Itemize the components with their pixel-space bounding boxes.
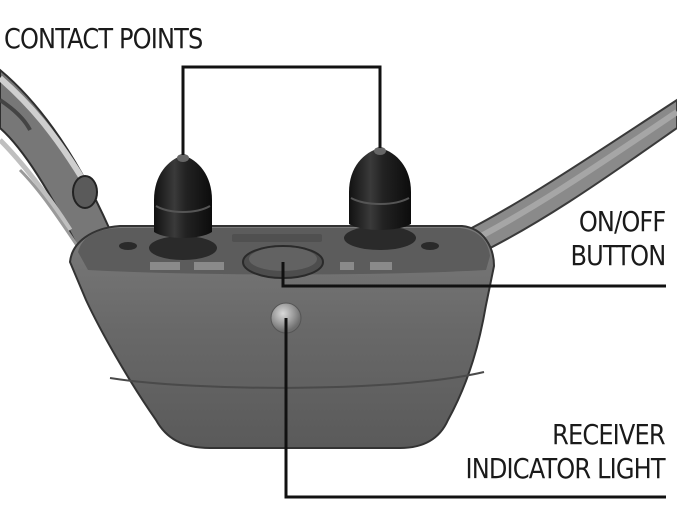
indicator-leader xyxy=(284,318,666,499)
contact-point-left xyxy=(149,154,217,260)
receiver-indicator-label: RECEIVER INDICATOR LIGHT xyxy=(465,418,666,486)
receiver-text-line1: RECEIVER xyxy=(552,418,665,451)
right-strap xyxy=(450,98,677,260)
on-off-button-label: ON/OFF BUTTON xyxy=(570,205,666,273)
leader-lines xyxy=(181,65,666,499)
on-off-leader xyxy=(281,262,666,288)
contact-point-right xyxy=(344,147,416,250)
on-off-text-line2: BUTTON xyxy=(570,239,666,272)
contact-points-text: CONTACT POINTS xyxy=(4,22,203,55)
contact-points-leader xyxy=(181,65,382,155)
on-off-text-line1: ON/OFF xyxy=(578,205,665,238)
receiver-text-line2: INDICATOR LIGHT xyxy=(465,452,666,485)
left-strap-buckle xyxy=(0,68,112,264)
contact-points-label: CONTACT POINTS xyxy=(4,22,203,56)
